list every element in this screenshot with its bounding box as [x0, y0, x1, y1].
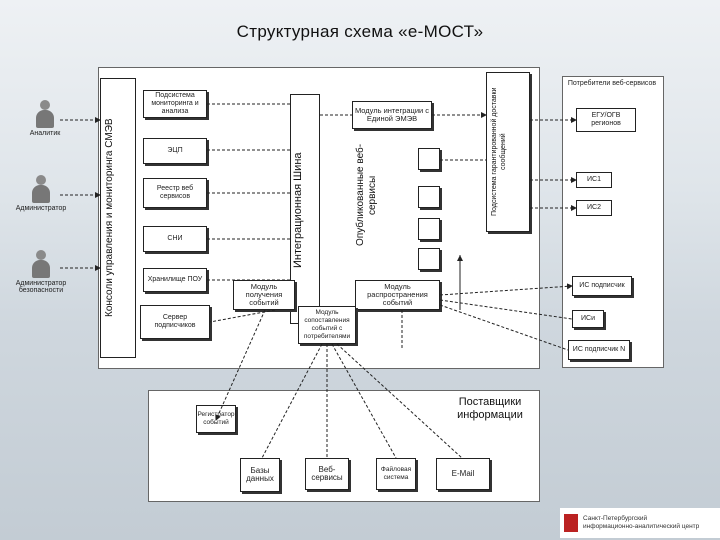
- user-label: Администратор безопасности: [15, 280, 67, 294]
- sni-module: СНИ: [143, 226, 207, 252]
- page-title: Структурная схема «е-МОСТ»: [236, 22, 484, 41]
- eds-module: ЭЦП: [143, 138, 207, 164]
- user-icon: [31, 175, 51, 205]
- user-analyst: Аналитик: [10, 100, 80, 137]
- logo-emblem-icon: [564, 514, 578, 532]
- provider-item: Файловая система: [376, 458, 416, 490]
- published-service-slot: [418, 186, 440, 208]
- consumer-item: ИС подписчик N: [568, 340, 630, 360]
- consumer-item: ИСи: [572, 310, 604, 328]
- user-icon: [31, 250, 51, 280]
- mapping-module: Модуль сопоставления событий с потребите…: [298, 306, 356, 344]
- user-label: Администратор: [15, 205, 67, 212]
- user-security-admin: Администратор безопасности: [6, 250, 76, 294]
- user-label: Аналитик: [29, 130, 61, 137]
- provider-item: E-Mail: [436, 458, 490, 490]
- monitoring-subsystem: Подсистема мониторинга и анализа: [143, 90, 207, 118]
- consumer-item: ИС2: [576, 200, 612, 216]
- subscribers-server: Сервер подписчиков: [140, 305, 210, 339]
- logo-line-2: информационно-аналитический центр: [583, 523, 700, 530]
- logo-line-1: Санкт-Петербургский: [583, 515, 648, 522]
- provider-item: Базы данных: [240, 458, 280, 492]
- user-admin: Администратор: [6, 175, 76, 212]
- published-service-slot: [418, 248, 440, 270]
- receiving-module: Модуль получения событий: [233, 280, 295, 310]
- published-service-slot: [418, 148, 440, 170]
- delivery-subsystem: [486, 72, 530, 232]
- organization-logo: Санкт-Петербургский информационно-аналит…: [560, 508, 720, 538]
- providers-label: Поставщики информации: [457, 396, 523, 421]
- user-icon: [35, 100, 55, 130]
- consumers-header: Потребители веб-сервисов: [567, 80, 657, 87]
- distribution-module: Модуль распространения событий: [355, 280, 440, 310]
- service-registry: Реестр веб сервисов: [143, 178, 207, 208]
- integration-module: Модуль интеграции с Единой ЭМЭВ: [352, 101, 432, 129]
- published-service-slot: [418, 218, 440, 240]
- console-box: [100, 78, 136, 358]
- integration-bus: [290, 94, 320, 324]
- pou-storage: Хранилище ПОУ: [143, 268, 207, 292]
- consumer-item: ЕГУ/ОГВ регионов: [576, 108, 636, 132]
- provider-item: Веб-сервисы: [305, 458, 349, 490]
